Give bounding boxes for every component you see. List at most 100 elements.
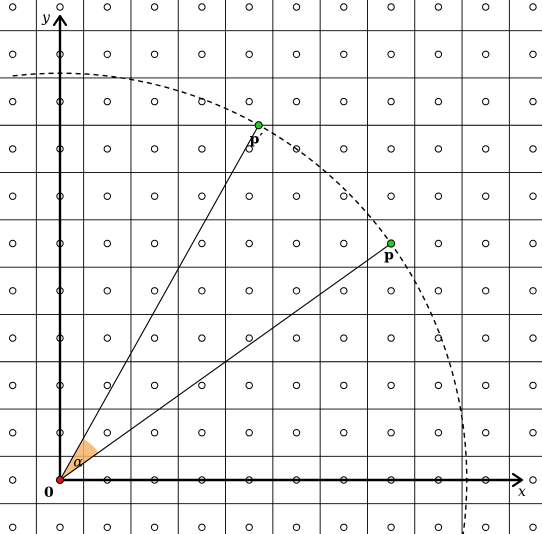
dashed-circle-arc	[12, 72, 468, 534]
lattice-point	[387, 523, 395, 531]
lattice-point	[56, 3, 64, 11]
lattice-point	[529, 523, 537, 531]
lattice-point	[529, 287, 537, 295]
lattice-point	[529, 334, 537, 342]
segment-origin-to-p-prime	[59, 124, 260, 481]
lattice-point	[340, 523, 348, 531]
lattice-point	[387, 3, 395, 11]
lattice-point	[245, 192, 253, 200]
lattice-point	[198, 50, 206, 58]
lattice-point	[482, 192, 490, 200]
lattice-point	[9, 145, 17, 153]
lattice-point	[9, 287, 17, 295]
segment-origin-to-p	[59, 243, 392, 481]
angle-alpha-wedge	[60, 438, 99, 480]
lattice-point	[529, 476, 537, 484]
lattice-point	[387, 287, 395, 295]
lattice-point	[340, 3, 348, 11]
lattice-point	[292, 523, 301, 531]
lattice-points	[9, 3, 537, 531]
lattice-point	[103, 429, 112, 437]
lattice-point	[198, 334, 206, 342]
lattice-point	[103, 334, 112, 342]
lattice-point	[150, 3, 159, 11]
lattice-point	[529, 192, 537, 200]
lattice-point	[387, 429, 395, 437]
lattice-point	[340, 334, 348, 342]
lattice-point	[9, 3, 17, 11]
lattice-point	[9, 476, 17, 484]
lattice-point	[292, 239, 301, 248]
lattice-point	[482, 239, 490, 248]
lattice-point	[245, 523, 253, 531]
lattice-point	[56, 523, 64, 531]
lattice-point	[150, 334, 159, 342]
lattice-point	[198, 523, 206, 531]
y-axis-label: y	[41, 10, 51, 26]
lattice-point	[434, 192, 443, 200]
lattice-point	[482, 145, 490, 153]
lattice-point	[482, 334, 490, 342]
x-axis-label: x	[518, 484, 526, 500]
origin-label: 0	[44, 485, 54, 501]
lattice-point	[198, 381, 206, 390]
lattice-point	[9, 50, 17, 58]
lattice-point	[292, 287, 301, 295]
lattice-point	[292, 3, 301, 11]
lattice-point	[529, 50, 537, 58]
lattice-point	[434, 97, 443, 106]
lattice-point	[103, 50, 112, 58]
angle-alpha-label: α	[73, 455, 83, 471]
lattice-point	[9, 192, 17, 200]
lattice-point	[529, 381, 537, 390]
lattice-point	[482, 523, 490, 531]
lattice-point	[9, 523, 17, 531]
lattice-point	[198, 3, 206, 11]
lattice-point	[434, 50, 443, 58]
lattice-point	[9, 239, 17, 248]
lattice-point	[529, 239, 537, 248]
point-p-prime-label: p′	[250, 131, 264, 147]
point-p	[387, 239, 396, 248]
lattice-point	[482, 381, 490, 390]
point-p-label: p	[384, 248, 394, 264]
lattice-point	[9, 334, 17, 342]
lattice-point	[292, 97, 301, 106]
lattice-point	[292, 381, 301, 390]
lattice-point	[245, 287, 253, 295]
lattice-point	[434, 381, 443, 390]
arrow-right-icon	[511, 472, 524, 488]
lattice-point	[340, 192, 348, 200]
lattice-point	[103, 381, 112, 390]
lattice-point	[529, 429, 537, 437]
lattice-point	[103, 192, 112, 200]
lattice-point	[103, 97, 112, 106]
lattice-point	[340, 97, 348, 106]
lattice-point	[529, 145, 537, 153]
lattice-point	[245, 3, 253, 11]
lattice-point	[340, 50, 348, 58]
lattice-point	[340, 287, 348, 295]
lattice-point	[292, 192, 301, 200]
lattice-point	[434, 429, 443, 437]
lattice-point	[150, 429, 159, 437]
lattice-point	[340, 145, 348, 153]
lattice-point	[482, 97, 490, 106]
lattice-point	[292, 429, 301, 437]
lattice-point	[150, 192, 159, 200]
arrow-up-icon	[52, 14, 68, 27]
lattice-point	[150, 145, 159, 153]
origin-point	[55, 475, 65, 485]
lattice-point	[150, 97, 159, 106]
lattice-point	[150, 381, 159, 390]
lattice-point	[198, 145, 206, 153]
lattice-point	[387, 50, 395, 58]
lattice-point	[434, 145, 443, 153]
lattice-point	[103, 3, 112, 11]
lattice-point	[482, 429, 490, 437]
lattice-point	[340, 381, 348, 390]
lattice-point	[434, 239, 443, 248]
lattice-point	[482, 3, 490, 11]
lattice-point	[292, 334, 301, 342]
